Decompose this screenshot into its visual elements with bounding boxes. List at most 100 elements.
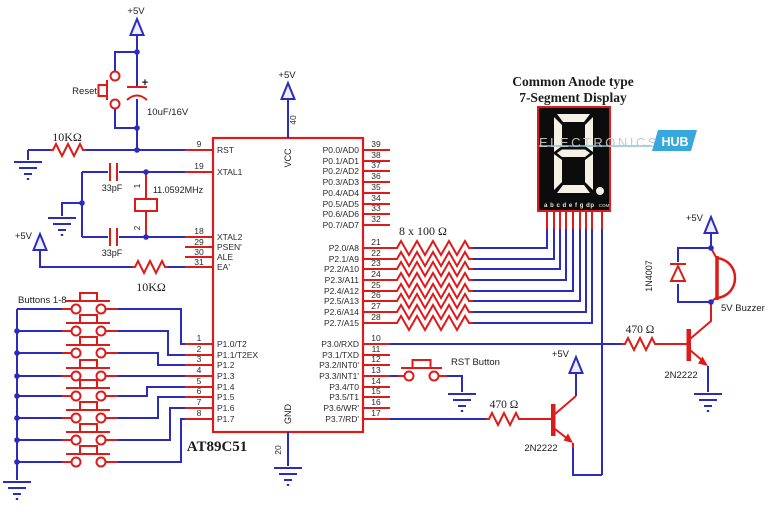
pin-number: 5 [197,376,202,386]
pin-label: P3.0/RXD [321,339,359,349]
pin-number: 23 [371,258,381,268]
rst-button-label: RST Button [451,357,500,368]
pin-number: 8 [197,408,202,418]
pin-label: P2.0/A8 [329,243,360,253]
pin-label: P3.4/T0 [329,382,359,392]
crystal-pin1: 1 [133,183,142,188]
cap-value-label: 10uF/16V [147,107,189,118]
resistor-470-label: 470 Ω [490,399,519,411]
pin-number: 30 [194,247,204,257]
buttons-label: Buttons 1-8 [18,295,67,306]
pin-label: P2.3/A11 [325,275,360,285]
push-button [17,292,185,345]
watermark-text: ELECTRONICS [539,135,659,150]
segment-digit-8 [554,114,604,195]
pin-number: 10 [371,333,381,343]
pin-label: P3.5/T1 [329,392,359,402]
pin-label: P0.7/AD7 [323,220,360,230]
pin-label: XTAL1 [217,167,243,177]
decimal-point [596,187,604,195]
display-body [537,106,611,212]
crystal [134,198,158,212]
plus5v-label: +5V [278,70,296,81]
buzzer-dome [716,256,737,300]
pin-label: P0.6/AD6 [323,209,360,219]
pin-label: P1.6 [217,403,235,413]
gnd-pin-label: GND [283,404,293,425]
crystal-frequency: 11.0592MHz [153,185,204,195]
com-driver-circuit: 470 Ω +5V 2N2222 [390,349,584,454]
transistor-label: 2N2222 [524,443,557,454]
gnd-pin-number: 20 [273,445,283,455]
pin-label: P0.4/AD4 [323,188,360,198]
buzzer-label: 5V Buzzer [721,303,765,314]
watermark-badge-text: HUB [661,135,688,149]
pin-number: 38 [371,150,381,160]
buzzer-circuit: 470 Ω 2N2222 +5V 1N4007 5V Buzzer [390,213,765,412]
plus5v-label: +5V [552,349,570,360]
pin-number: 3 [197,354,202,364]
pin-label: P3.7/RD' [325,414,359,424]
capacitor-plate [126,94,148,101]
pin-number: 1 [197,333,202,343]
pin-label: P2.5/A13 [324,296,359,306]
pin-label: P1.3 [217,371,235,381]
pin-number: 12 [371,354,381,364]
pin-label: P0.5/AD5 [323,199,360,209]
resistor-10k-label: 10KΩ [52,130,82,144]
pin-label: ALE [217,252,233,262]
watermark-hub-badge [652,130,697,151]
pin-number: 25 [371,280,381,290]
pin-label: P0.2/AD2 [323,166,360,176]
pin-number: 13 [371,365,381,375]
push-button [17,396,185,424]
reset-label: Reset [72,86,97,97]
pin-label: P3.1/TXD [322,350,359,360]
pin-label: P1.4 [217,382,235,392]
pin-label: P3.3/INT1' [319,371,359,381]
pin-number: 37 [371,160,381,170]
push-button [17,407,185,446]
display-title-line2: 7-Segment Display [519,90,627,105]
pin-number: 28 [371,312,381,322]
resistor-network: 8 x 100 Ω [392,224,593,331]
pin-label: P1.7 [217,414,235,424]
plus5v-label: +5V [686,213,704,224]
plus5v-label: +5V [127,6,145,17]
vcc-pin-number: 40 [288,115,298,125]
resistor-network-label: 8 x 100 Ω [399,224,447,238]
pin-label: RST [217,145,234,155]
pin-label: P2.4/A12 [324,286,359,296]
pin-number: 24 [371,269,381,279]
push-button [17,359,185,382]
push-button [17,336,185,366]
pin-number: 33 [371,203,381,213]
pin-label: P2.6/A14 [324,307,359,317]
pin-number: 31 [194,257,204,267]
reset-button-terminal [109,98,121,110]
push-button [17,379,185,402]
cap2-label: 33pF [102,248,123,258]
ic-body [211,136,365,434]
pin-number: 16 [371,397,381,407]
pin-number: 32 [371,214,381,224]
emitter-arrow [563,433,573,443]
ic-name: AT89C51 [187,439,248,455]
pin-number: 4 [197,365,202,375]
pin-label: P0.0/AD0 [323,145,360,155]
crystal-pin2: 2 [133,225,142,230]
pin-number: 18 [194,226,204,236]
pin-label: P2.2/A10 [324,264,359,274]
display-title-line1: Common Anode type [512,74,634,89]
pin-number: 11 [372,344,381,354]
pin-label: XTAL2 [217,232,243,242]
pin-number: 22 [371,248,381,258]
resistor-10k-label: 10KΩ [136,280,166,294]
transistor-2n2222 [551,404,556,436]
rst-button-cap [411,359,432,369]
seven-segment-display: Common Anode type 7-Segment Display a b … [512,74,697,476]
